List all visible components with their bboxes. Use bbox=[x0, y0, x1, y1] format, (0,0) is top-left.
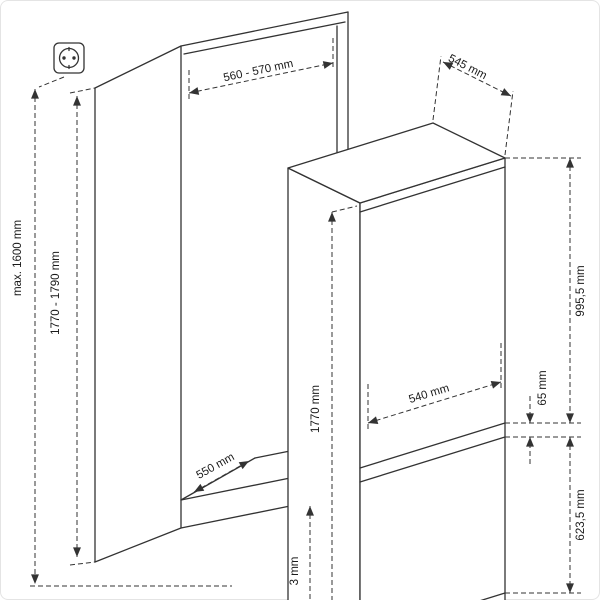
appliance-height-ext-top bbox=[331, 205, 358, 213]
label-appliance-depth: 545 mm bbox=[446, 53, 488, 83]
label-niche-height: 1770 - 1790 mm bbox=[50, 251, 62, 335]
refrigerator bbox=[287, 122, 506, 600]
label-lower-door-height: 623,5 mm bbox=[575, 489, 587, 540]
niche-depth-line bbox=[193, 460, 250, 493]
power-socket-icon bbox=[53, 42, 85, 74]
fridge-lower-door-top-edge bbox=[359, 436, 506, 483]
cabinet-top-inner-edge bbox=[183, 21, 346, 55]
label-partial-dimension: 3 mm bbox=[289, 557, 301, 586]
dimension-door-gap: 65 mm bbox=[505, 370, 581, 464]
cabinet-top-edge bbox=[180, 11, 349, 47]
fridge-door-top-edge bbox=[359, 166, 506, 213]
label-appliance-height: 1770 mm bbox=[310, 385, 322, 433]
door-width-line bbox=[367, 381, 502, 424]
niche-height-ext-top bbox=[69, 87, 96, 94]
appliance-depth-ext-back bbox=[432, 55, 442, 121]
dimension-niche-height: 1770 - 1790 mm bbox=[50, 87, 96, 566]
appliance-depth-line bbox=[442, 61, 512, 97]
dimension-niche-width: 560 - 570 mm bbox=[188, 38, 334, 102]
label-niche-depth: 550 mm bbox=[194, 451, 236, 482]
socket-pin-left bbox=[62, 56, 66, 60]
cabinet bbox=[94, 11, 349, 563]
niche-height-ext-bottom bbox=[69, 561, 96, 566]
dimension-appliance-height: 1770 mm bbox=[310, 205, 358, 600]
socket-connector-line bbox=[38, 76, 65, 88]
dimension-niche-depth: 550 mm bbox=[193, 451, 250, 493]
fridge-upper-door-bottom-edge bbox=[359, 422, 506, 469]
cabinet-base-bottom-edge bbox=[180, 503, 301, 529]
socket-outline bbox=[53, 42, 85, 74]
appliance-depth-ext-front bbox=[504, 90, 514, 156]
fridge-left-side-face bbox=[287, 167, 361, 600]
dimension-partial: 3 mm bbox=[289, 506, 314, 600]
socket-pin-right bbox=[72, 56, 76, 60]
dimension-upper-door-height: 995,5 mm bbox=[505, 157, 587, 423]
cabinet-side-panel bbox=[94, 45, 182, 563]
fridge-front-face bbox=[359, 157, 506, 600]
dimension-socket-max-height: max. 1600 mm bbox=[12, 76, 232, 587]
niche-width-line bbox=[188, 61, 334, 95]
dimension-lower-door-height: 623,5 mm bbox=[505, 437, 587, 594]
label-socket-max-height: max. 1600 mm bbox=[12, 220, 24, 296]
label-upper-door-height: 995,5 mm bbox=[575, 265, 587, 316]
label-door-gap: 65 mm bbox=[537, 370, 549, 405]
label-niche-width: 560 - 570 mm bbox=[222, 58, 294, 84]
